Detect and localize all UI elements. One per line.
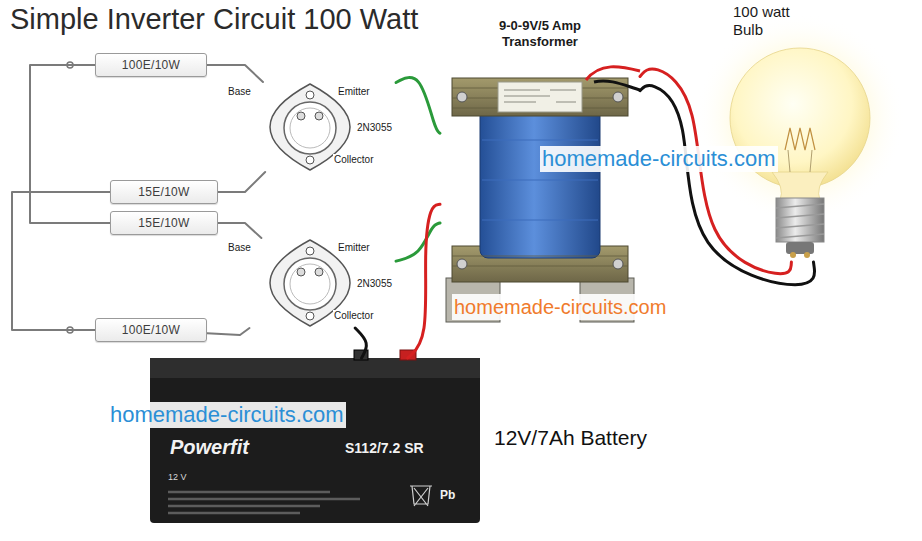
transistor-box: Base Emitter 2N3055Collector [225, 238, 396, 328]
bulb-drawing [786, 242, 814, 254]
battery-box: PowerfitS112/7.2 SR12 VPb12V/7Ah Battery [150, 358, 480, 523]
battery-model: S112/7.2 SR [345, 440, 424, 456]
battery-drawing [410, 486, 432, 506]
diagram-title: Simple Inverter Circuit 100 Watt [10, 2, 418, 36]
transistor-symbol [306, 247, 314, 255]
wire [30, 65, 110, 223]
watermark: homemade-circuits.com [452, 294, 668, 320]
transformer-drawing [457, 92, 467, 102]
wire [207, 328, 249, 335]
transformer-drawing [452, 88, 628, 266]
resistor-box: 15E/10W [110, 211, 218, 235]
transformer-drawing [586, 67, 640, 80]
transformer-drawing [594, 81, 640, 90]
bulb-drawing [772, 172, 828, 200]
battery-drawing [150, 350, 480, 523]
bulb-drawing [804, 252, 810, 258]
wire [218, 172, 265, 192]
pin-label: Emitter [337, 86, 371, 98]
transistor-symbol [306, 312, 314, 320]
transformer-drawing [613, 92, 623, 102]
pin-label: Base [227, 242, 252, 254]
battery-drawing [168, 492, 360, 513]
junction-dot [67, 62, 73, 333]
bulb-drawing [790, 252, 796, 258]
transformer-drawing [613, 259, 623, 269]
lead-acid-mark: Pb [440, 488, 455, 502]
part-number: 2N3055 [356, 122, 393, 134]
transistor-symbol [306, 91, 314, 99]
wire [355, 328, 366, 358]
wire [12, 192, 110, 330]
bulb-drawing [788, 150, 812, 172]
transistor-symbol [315, 112, 323, 120]
battery-rating: 12V/7Ah Battery [494, 426, 647, 450]
bulb-rating: 100 watt Bulb [733, 3, 805, 39]
bulb-drawing [776, 204, 824, 238]
transformer-drawing [498, 82, 582, 112]
battery-drawing [150, 358, 480, 523]
watermark: homemade-circuits.com [108, 402, 346, 428]
transistor-symbol [297, 268, 305, 276]
resistor-value: 15E/10W [138, 185, 189, 199]
transformer-drawing [457, 259, 467, 269]
resistor-value: 15E/10W [138, 216, 189, 230]
resistor-value: 100E/10W [122, 323, 180, 337]
battery-brand: Powerfit [170, 436, 249, 459]
wire [218, 223, 261, 238]
transistor-symbol [290, 108, 330, 148]
wire-group [12, 65, 815, 358]
battery-drawing [150, 358, 480, 378]
transformer-drawing [452, 78, 628, 116]
resistor-value: 100E/10W [122, 58, 180, 72]
transistor-symbol [315, 268, 323, 276]
watermark: homemade-circuits.com [540, 146, 778, 172]
bulb-drawing [695, 13, 905, 258]
battery-voltage: 12 V [168, 472, 187, 482]
pin-label: Collector [333, 310, 374, 322]
wire [408, 204, 440, 358]
resistor-box: 100E/10W [95, 53, 207, 77]
wire [207, 65, 263, 82]
bulb-drawing [785, 128, 815, 150]
transformer-drawing [504, 90, 576, 102]
pin-label: Emitter [337, 242, 371, 254]
transformer-rating: 9-0-9V/5 Amp Transformer [488, 18, 592, 50]
pin-label: Collector [333, 154, 374, 166]
transistor-symbol [290, 264, 330, 304]
transistor-box: Base Emitter 2N3055Collector [225, 82, 396, 172]
transistor-symbol [306, 156, 314, 164]
transformer-box: 9-0-9V/5 Amp Transformer [440, 70, 640, 325]
bulb-drawing [695, 13, 905, 223]
wire [640, 85, 815, 284]
transistor-symbol [297, 112, 305, 120]
bulb-drawing [776, 198, 824, 242]
part-number: 2N3055 [356, 278, 393, 290]
resistor-box: 100E/10W [95, 318, 207, 342]
wire [396, 223, 440, 261]
transistor-symbol [284, 102, 336, 154]
transistor-symbol [284, 258, 336, 310]
pin-label: Base [227, 86, 252, 98]
transformer-drawing [446, 67, 640, 322]
resistor-box: 15E/10W [110, 180, 218, 204]
wire [396, 77, 440, 133]
transformer-drawing [480, 108, 600, 258]
